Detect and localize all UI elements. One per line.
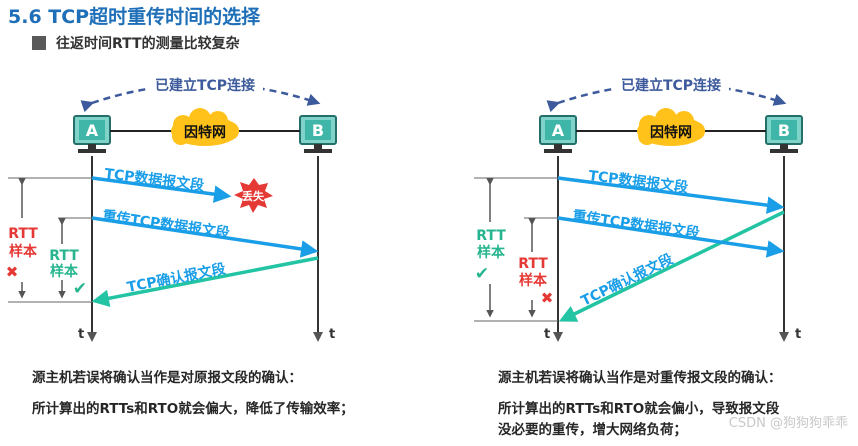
right-connection-label: 已建立TCP连接 (621, 77, 721, 94)
left-rtt-outer-cross: ✖ (6, 263, 19, 281)
left-seg2-arrow (91, 216, 319, 258)
left-rtt-inner-check: ✔ (73, 279, 87, 299)
right-diagram: 已建立TCP连接 A B 因特网 t t (474, 74, 803, 342)
left-rtt-outer-text-2: 样本 (9, 243, 38, 260)
left-lost-label: 丢失 (242, 189, 265, 203)
left-rtt-outer-text-1: RTT (8, 226, 38, 242)
bullet-square (32, 36, 46, 50)
left-ack-arrow (91, 256, 319, 307)
right-caption-3: 没必要的重传，增大网络负荷； (498, 422, 687, 438)
right-ack-arrow (558, 210, 785, 322)
right-rtt-inner-text-2: 样本 (519, 272, 548, 289)
watermark: CSDN @狗狗狗乖乖 (728, 416, 848, 431)
left-ack-label: TCP确认报文段 (126, 260, 227, 296)
page-title: 5.6 TCP超时重传时间的选择 (8, 6, 261, 28)
left-seg2-label: 重传TCP数据报文段 (101, 207, 230, 242)
left-seg1-arrow (91, 176, 232, 203)
left-host-a-label: A (86, 121, 99, 140)
right-rtt-outer-text-1: RTT (476, 228, 506, 244)
left-diagram: 已建立TCP连接 A B 因特网 (6, 74, 337, 342)
right-internet-cloud: 因特网 (637, 108, 705, 146)
left-lost-burst: 丢失 (234, 178, 273, 213)
left-caption-1: 源主机若误将确认当作是对原报文段的确认： (32, 370, 302, 386)
right-time-a-label: t (544, 327, 550, 342)
right-host-a: A (539, 115, 577, 153)
right-seg2-label: 重传TCP数据报文段 (571, 207, 700, 242)
right-rtt-inner-text-1: RTT (518, 256, 548, 272)
right-internet-label: 因特网 (650, 124, 692, 141)
right-host-b-label: B (778, 121, 790, 140)
right-rtt-outer-check: ✔ (475, 264, 489, 284)
right-seg1-arrow (557, 176, 785, 214)
right-caption-1: 源主机若误将确认当作是对重传报文段的确认： (498, 370, 782, 386)
left-host-b: B (299, 115, 337, 153)
right-caption-2: 所计算出的RTTs和RTO就会偏小，导致报文段 (498, 401, 780, 417)
right-rtt-outer-text-2: 样本 (477, 244, 506, 261)
right-host-b: B (765, 115, 803, 153)
right-time-b-label: t (795, 327, 801, 342)
left-connection-arc (80, 82, 321, 113)
right-host-a-label: A (552, 121, 565, 140)
left-time-a-label: t (78, 327, 84, 342)
left-internet-cloud: 因特网 (171, 108, 239, 146)
subtitle-row: 往返时间RTT的测量比较复杂 (32, 34, 240, 52)
left-host-b-label: B (312, 121, 324, 140)
left-rtt-inner-text-1: RTT (49, 248, 79, 264)
left-rtt-inner-text-2: 样本 (50, 263, 79, 280)
right-seg2-arrow (557, 216, 785, 258)
right-connection-arc (546, 82, 787, 113)
right-ack-label: TCP确认报文段 (578, 250, 675, 309)
subtitle: 往返时间RTT的测量比较复杂 (56, 36, 240, 52)
left-internet-label: 因特网 (184, 124, 226, 141)
left-connection-label: 已建立TCP连接 (155, 77, 255, 94)
left-host-a: A (73, 115, 111, 153)
left-time-b-label: t (329, 327, 335, 342)
right-connection-label-bg (613, 74, 729, 94)
right-seg1-label: TCP数据报文段 (588, 167, 689, 196)
right-rtt-inner-cross: ✖ (541, 289, 554, 307)
left-caption-2: 所计算出的RTTs和RTO就会偏大，降低了传输效率； (32, 401, 354, 417)
left-seg1-label: TCP数据报文段 (104, 165, 205, 194)
left-connection-label-bg (147, 74, 263, 94)
